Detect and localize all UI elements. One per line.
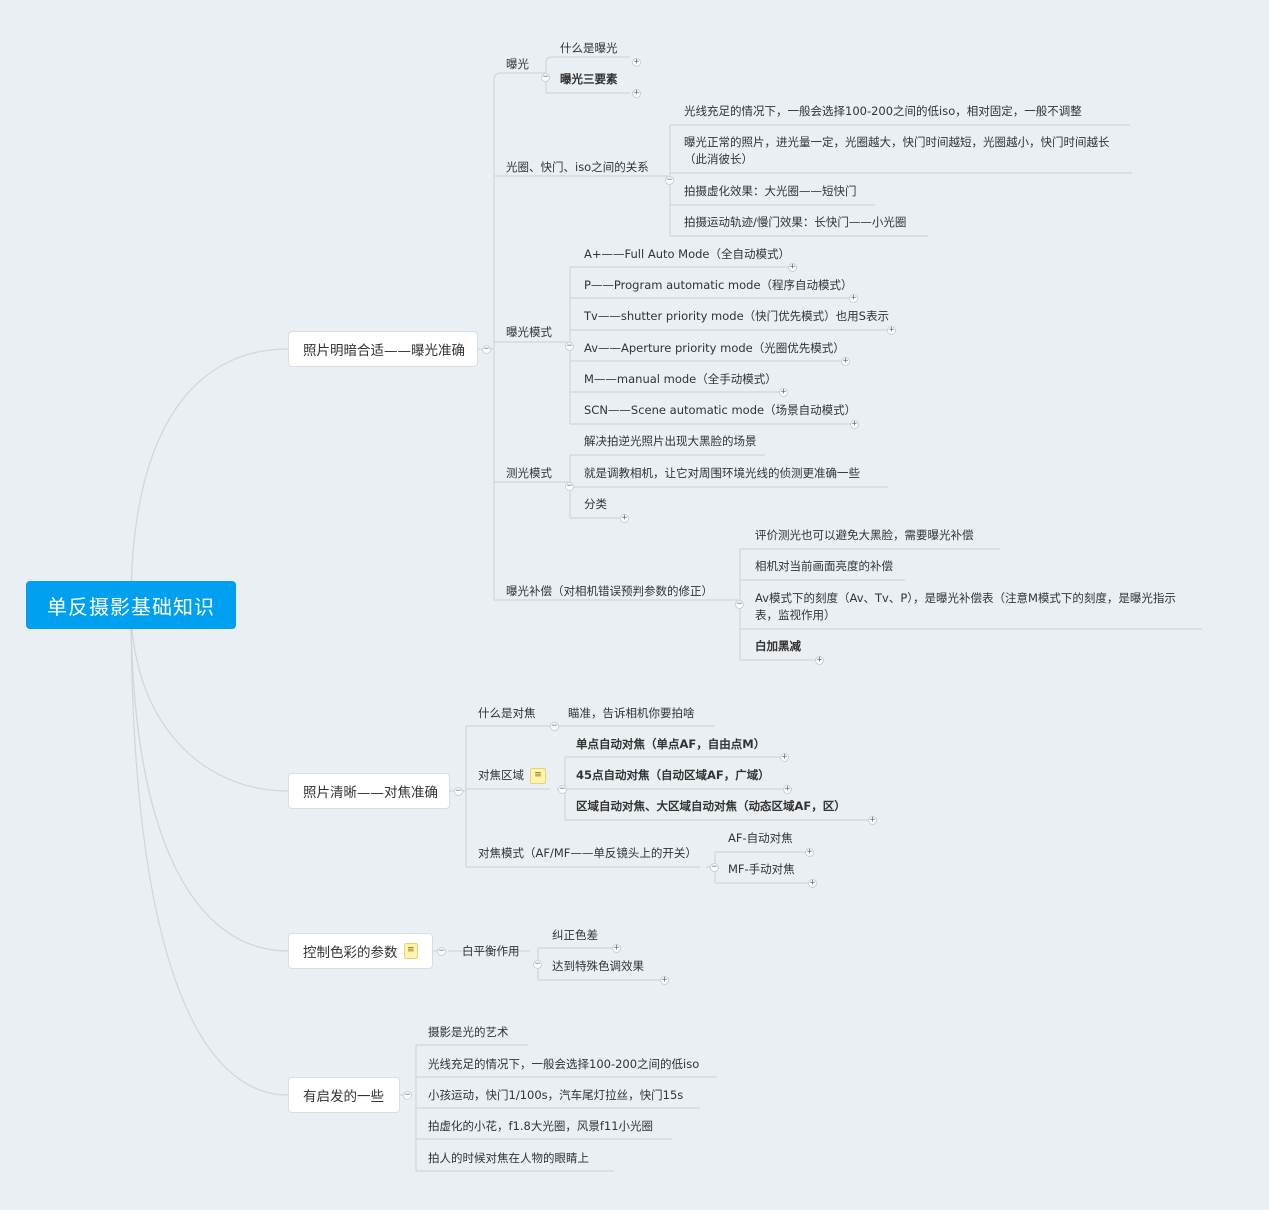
expand-toggle[interactable]: +: [887, 325, 896, 335]
mode-item[interactable]: Tv——shutter priority mode（快门优先模式）也用S表示: [584, 309, 889, 323]
mode-item[interactable]: SCN——Scene automatic mode（场景自动模式）: [584, 403, 857, 417]
note-icon[interactable]: ≡: [530, 767, 546, 784]
expand-toggle[interactable]: +: [868, 815, 877, 825]
expand-toggle[interactable]: +: [815, 655, 824, 665]
collapse-toggle[interactable]: −: [735, 599, 744, 609]
collapse-toggle[interactable]: −: [403, 1090, 412, 1100]
focus-mode-item[interactable]: AF-自动对焦: [728, 831, 793, 845]
branch-color-title: 控制色彩的参数: [303, 945, 398, 961]
expand-toggle[interactable]: +: [660, 975, 669, 985]
inspire-item[interactable]: 摄影是光的艺术: [428, 1025, 509, 1039]
branch-focus-title: 照片清晰——对焦准确: [303, 785, 438, 801]
branch-color[interactable]: 控制色彩的参数 ≡: [288, 933, 433, 969]
branch-inspire[interactable]: 有启发的一些: [288, 1077, 400, 1113]
mode-item[interactable]: A+——Full Auto Mode（全自动模式）: [584, 247, 791, 261]
expand-toggle[interactable]: +: [788, 262, 797, 272]
metering-item[interactable]: 就是调教相机，让它对周围环境光线的侦测更准确一些: [584, 466, 860, 480]
compensation-label[interactable]: 曝光补偿（对相机错误预判参数的修正）: [506, 584, 713, 598]
expand-toggle[interactable]: +: [780, 752, 789, 762]
focus-area-item[interactable]: 区域自动对焦、大区域自动对焦（动态区域AF，区）: [576, 799, 846, 813]
inspire-item[interactable]: 小孩运动，快门1/100s，汽车尾灯拉丝，快门15s: [428, 1088, 684, 1102]
expand-toggle[interactable]: +: [632, 88, 641, 98]
compensation-item[interactable]: 相机对当前画面亮度的补偿: [755, 559, 893, 573]
expand-toggle[interactable]: +: [808, 878, 817, 888]
collapse-toggle[interactable]: −: [565, 341, 574, 351]
expand-toggle[interactable]: +: [849, 293, 858, 303]
focus-area-text: 对焦区域: [478, 768, 524, 782]
expand-toggle[interactable]: +: [850, 419, 859, 429]
root-title: 单反摄影基础知识: [47, 594, 215, 619]
focus-area-item[interactable]: 45点自动对焦（自动区域AF，广域）: [576, 768, 770, 782]
expand-toggle[interactable]: +: [612, 943, 621, 953]
inspire-item[interactable]: 拍人的时候对焦在人物的眼睛上: [428, 1151, 589, 1165]
expand-toggle[interactable]: +: [620, 513, 629, 523]
metering-item[interactable]: 分类: [584, 497, 607, 511]
expand-toggle[interactable]: +: [841, 356, 850, 366]
mode-item[interactable]: P——Program automatic mode（程序自动模式）: [584, 278, 853, 292]
branch-exposure-title: 照片明暗合适——曝光准确: [303, 343, 465, 359]
compensation-item[interactable]: Av模式下的刻度（Av、Tv、P），是曝光补偿表（注意M模式下的刻度，是曝光指示…: [755, 591, 1176, 622]
mode-item[interactable]: M——manual mode（全手动模式）: [584, 372, 777, 386]
root-topic[interactable]: 单反摄影基础知识: [26, 581, 236, 629]
focus-area-item[interactable]: 单点自动对焦（单点AF，自由点M）: [576, 737, 766, 751]
collapse-toggle[interactable]: −: [482, 344, 491, 354]
branch-inspire-title: 有启发的一些: [303, 1089, 384, 1105]
metering-label[interactable]: 测光模式: [506, 466, 552, 480]
expand-toggle[interactable]: +: [779, 387, 788, 397]
focus-what-label[interactable]: 什么是对焦: [478, 706, 536, 720]
wb-item[interactable]: 纠正色差: [552, 928, 598, 942]
focus-mode-label[interactable]: 对焦模式（AF/MF——单反镜头上的开关）: [478, 846, 697, 860]
collapse-toggle[interactable]: −: [454, 786, 463, 796]
collapse-toggle[interactable]: −: [710, 862, 719, 872]
collapse-toggle[interactable]: −: [533, 959, 542, 969]
exposure-item[interactable]: 曝光三要素: [560, 72, 618, 86]
expand-toggle[interactable]: +: [632, 57, 641, 67]
focus-mode-item[interactable]: MF-手动对焦: [728, 862, 795, 876]
collapse-toggle[interactable]: −: [665, 175, 674, 185]
collapse-toggle[interactable]: −: [550, 721, 559, 731]
wb-item[interactable]: 达到特殊色调效果: [552, 959, 644, 973]
relation-item[interactable]: 曝光正常的照片，进光量一定，光圈越大，快门时间越短，光圈越小，快门时间越长（此消…: [684, 135, 1110, 166]
collapse-toggle[interactable]: −: [558, 784, 567, 794]
branch-exposure[interactable]: 照片明暗合适——曝光准确: [288, 331, 478, 367]
metering-item[interactable]: 解决拍逆光照片出现大黑脸的场景: [584, 434, 757, 448]
relation-item[interactable]: 光线充足的情况下，一般会选择100-200之间的低iso，相对固定，一般不调整: [684, 104, 1082, 118]
inspire-item[interactable]: 拍虚化的小花，f1.8大光圈，风景f11小光圈: [428, 1119, 654, 1133]
collapse-toggle[interactable]: −: [437, 946, 446, 956]
compensation-item[interactable]: 白加黑减: [755, 639, 801, 653]
relation-label[interactable]: 光圈、快门、iso之间的关系: [506, 160, 649, 174]
inspire-item[interactable]: 光线充足的情况下，一般会选择100-200之间的低iso: [428, 1057, 700, 1071]
branch-focus[interactable]: 照片清晰——对焦准确: [288, 773, 450, 809]
relation-item[interactable]: 拍摄运动轨迹/慢门效果：长快门——小光圈: [684, 215, 907, 229]
expand-toggle[interactable]: +: [783, 784, 792, 794]
relation-item[interactable]: 拍摄虚化效果：大光圈——短快门: [684, 184, 857, 198]
note-icon[interactable]: ≡: [403, 943, 418, 959]
expand-toggle[interactable]: +: [805, 847, 814, 857]
compensation-item[interactable]: 评价测光也可以避免大黑脸，需要曝光补偿: [755, 528, 974, 542]
focus-what-item[interactable]: 瞄准，告诉相机你要拍啥: [568, 706, 695, 720]
mode-item[interactable]: Av——Aperture priority mode（光圈优先模式）: [584, 341, 845, 355]
exposure-label[interactable]: 曝光: [506, 57, 529, 71]
collapse-toggle[interactable]: −: [565, 481, 574, 491]
modes-label[interactable]: 曝光模式: [506, 325, 552, 339]
exposure-item[interactable]: 什么是曝光: [560, 41, 618, 55]
focus-area-label[interactable]: 对焦区域 ≡: [478, 767, 546, 784]
wb-label[interactable]: 白平衡作用: [462, 944, 520, 958]
collapse-toggle[interactable]: −: [541, 72, 550, 82]
